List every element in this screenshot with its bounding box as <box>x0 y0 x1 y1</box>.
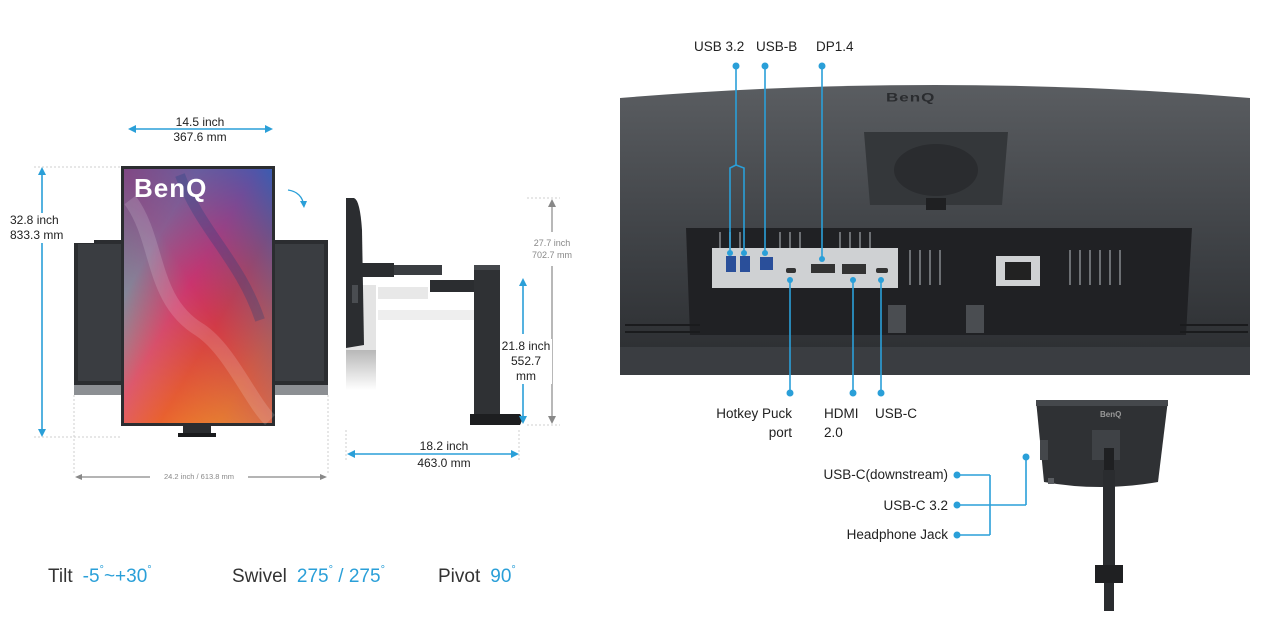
depth-mm: 463.0 mm <box>417 456 471 470</box>
port-label-headphone: Headphone Jack <box>846 527 948 542</box>
height-mm: 833.3 mm <box>10 228 64 242</box>
swivel-value: 275° / 275° <box>296 564 385 587</box>
depth-dimension: 18.2 inch 463.0 mm <box>404 439 484 471</box>
landscape-width-dimension: 24.2 inch / 613.8 mm <box>163 472 235 481</box>
height-dimension: 32.8 inch 833.3 mm <box>0 213 94 243</box>
port-label-usb32: USB 3.2 <box>694 39 745 54</box>
tilt-value: -5°~+30° <box>82 564 152 587</box>
pivot-value: 90° <box>490 564 516 587</box>
swivel-label: Swivel <box>232 566 287 587</box>
benq-logo-rear: BenQ <box>886 91 936 105</box>
side-view-monitor <box>346 198 522 425</box>
pivot-label: Pivot <box>438 566 481 587</box>
portrait-monitor <box>121 166 276 437</box>
max-height-mm: 702.7 mm <box>531 250 573 260</box>
width-dimension: 14.5 inch 367.6 mm <box>160 115 240 145</box>
port-label-hdmi: HDMI 2.0 <box>824 406 859 440</box>
width-mm: 367.6 mm <box>173 130 227 144</box>
depth-inch: 18.2 inch <box>419 439 469 453</box>
rear-small-monitor <box>1036 400 1168 611</box>
width-inch: 14.5 inch <box>175 115 225 129</box>
port-label-hotkey: Hotkey Puck port <box>716 406 792 440</box>
benq-logo-small: BenQ <box>1100 410 1122 419</box>
max-height-inch: 27.7 inch <box>533 238 571 248</box>
port-label-usbc: USB-C <box>875 406 918 421</box>
swivel-spec: Swivel 275° / 275° <box>232 564 385 588</box>
port-label-usbb: USB-B <box>756 39 798 54</box>
tilt-label: Tilt <box>48 566 73 587</box>
height-inch: 32.8 inch <box>10 213 59 227</box>
tilt-spec: Tilt -5°~+30° <box>48 564 152 588</box>
pivot-spec: Pivot 90° <box>438 564 516 588</box>
port-label-usbc-downstream: USB-C(downstream) <box>823 467 948 482</box>
rear-chassis <box>620 85 1250 375</box>
benq-logo-front: BenQ <box>134 173 208 203</box>
stand-height-inch: 21.8 inch <box>501 339 551 353</box>
port-label-dp: DP1.4 <box>816 39 854 54</box>
stand-height-mm: 552.7 mm <box>510 354 542 383</box>
max-height-dimension: 27.7 inch 702.7 mm <box>527 237 577 261</box>
stand-height-dimension: 21.8 inch 552.7 mm <box>500 339 552 384</box>
port-label-usbc32: USB-C 3.2 <box>883 498 948 513</box>
